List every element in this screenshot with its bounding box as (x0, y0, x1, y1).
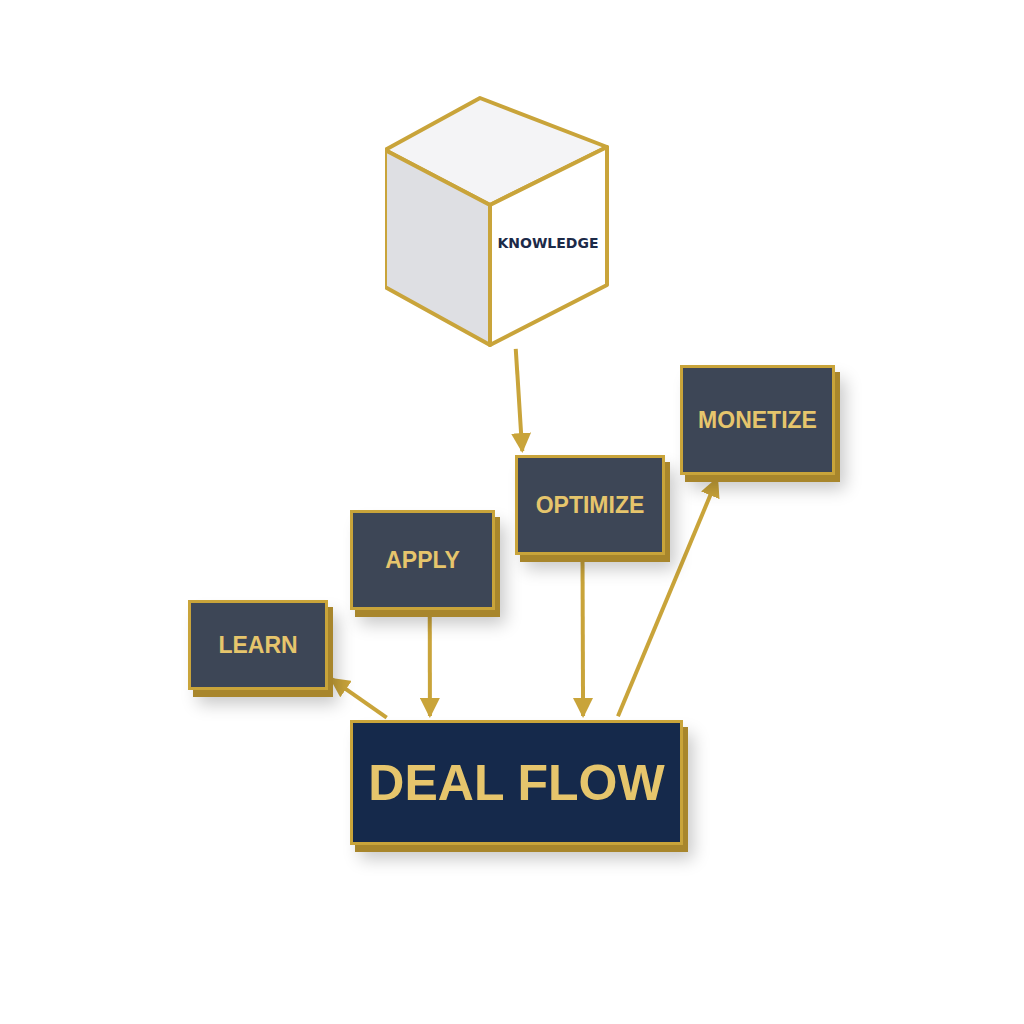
step-plate: MONETIZE (680, 365, 835, 475)
flow-arrow (428, 614, 432, 716)
step-plate: LEARN (188, 600, 328, 690)
cube-outline (385, 95, 610, 350)
knowledge-cube: KNOWLEDGE (385, 95, 610, 350)
flow-arrow (581, 559, 586, 716)
step-plate: OPTIMIZE (515, 455, 665, 555)
step-label: DEAL FLOW (368, 754, 664, 812)
cube-label: KNOWLEDGE (497, 235, 598, 251)
step-label: LEARN (218, 632, 297, 659)
flow-arrow (331, 679, 386, 718)
step-plate: APPLY (350, 510, 495, 610)
step-label: APPLY (385, 547, 460, 574)
flow-arrow (516, 349, 522, 451)
step-label: MONETIZE (698, 407, 817, 434)
step-label: OPTIMIZE (536, 492, 645, 519)
deal-flow-plate: DEAL FLOW (350, 720, 683, 845)
